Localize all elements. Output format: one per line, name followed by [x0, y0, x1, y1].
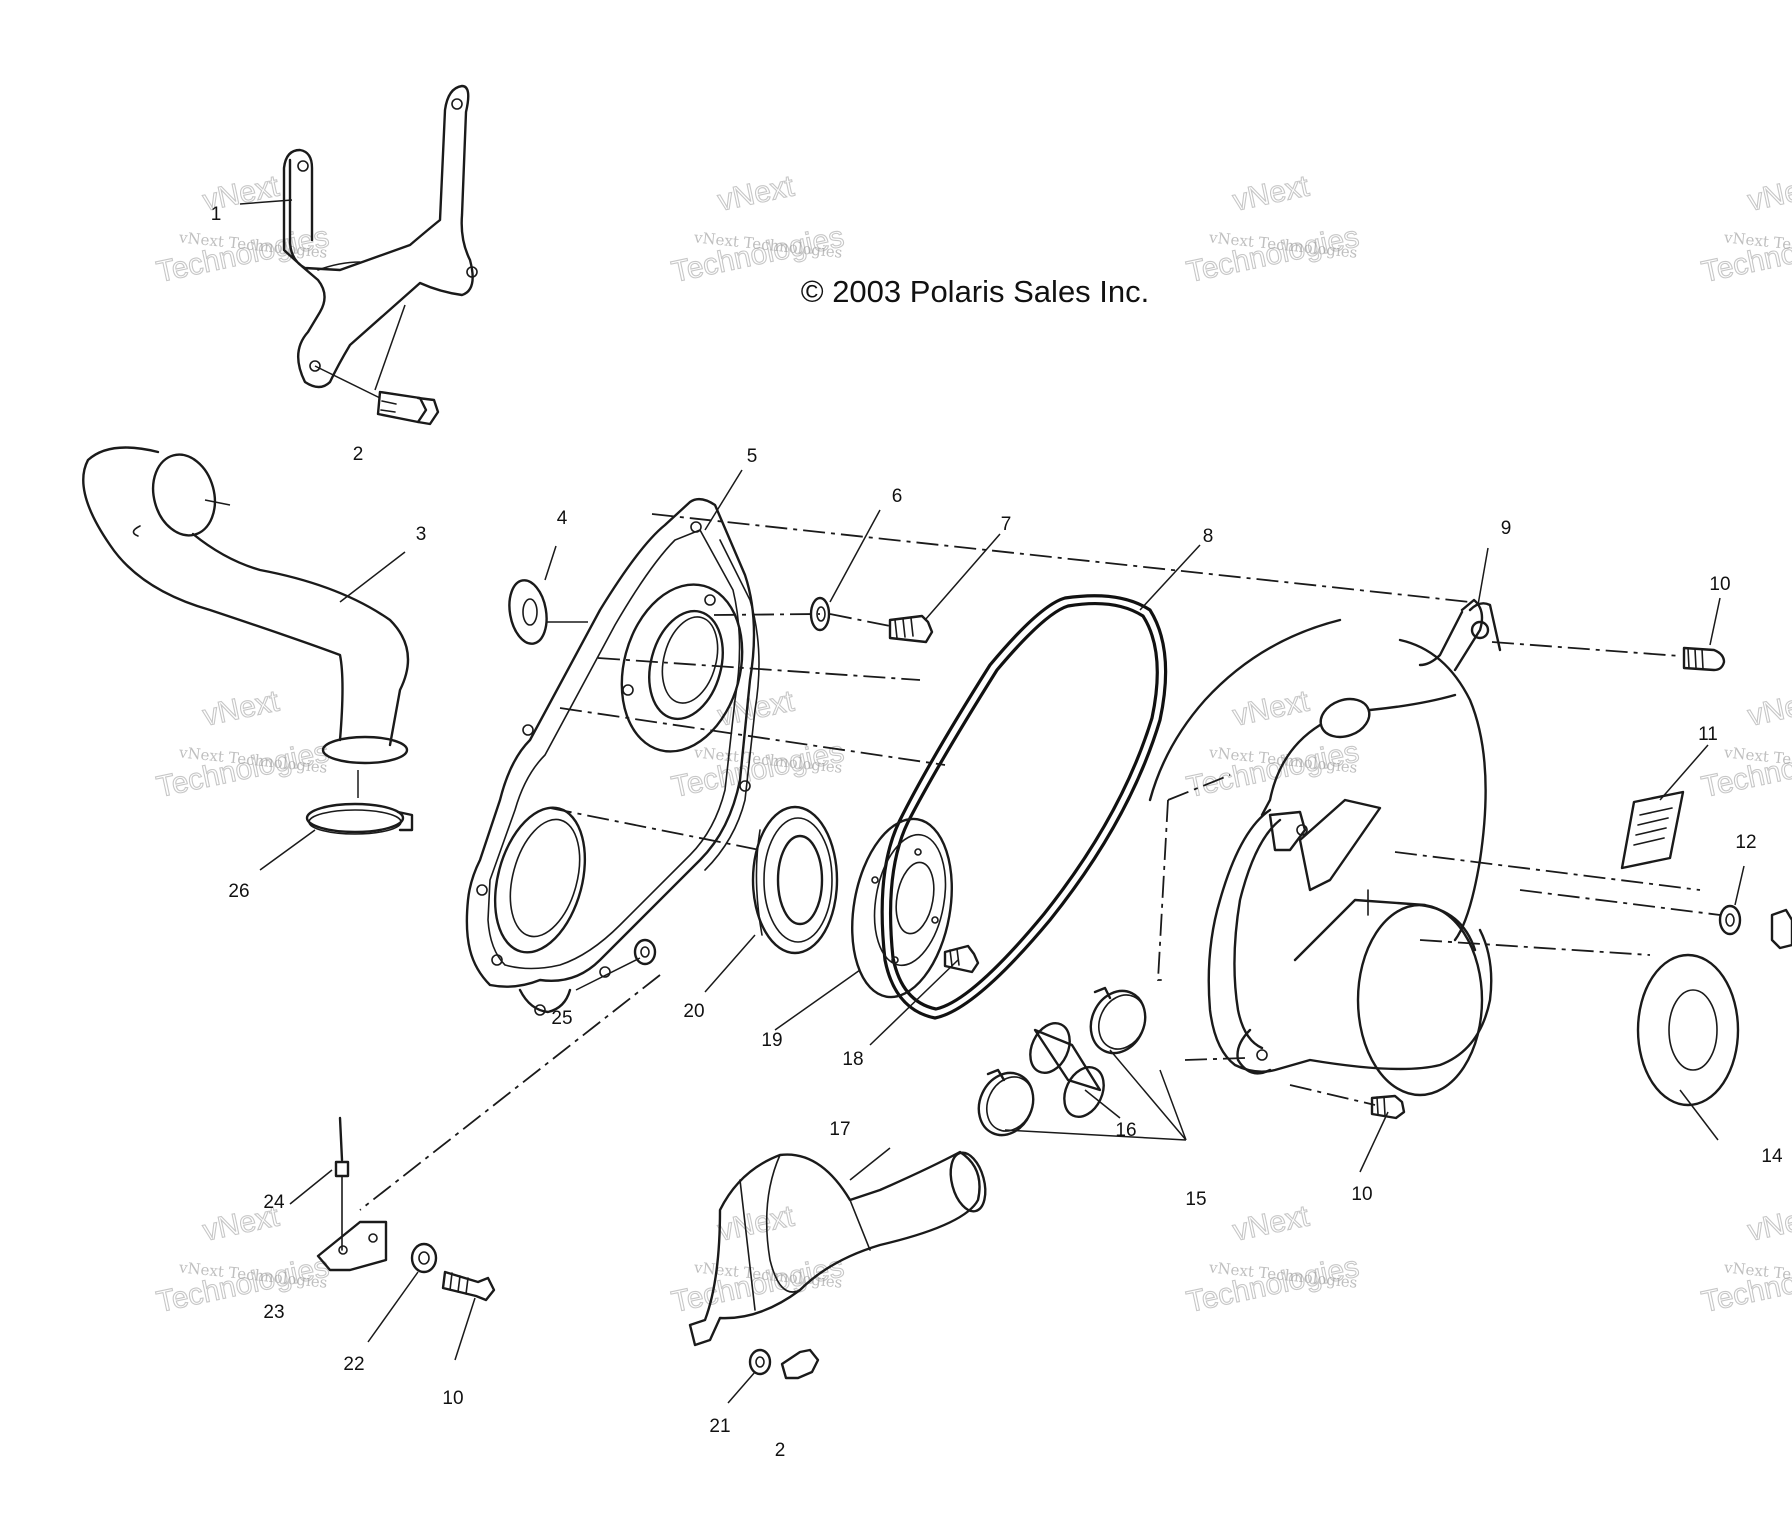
washer-part-4	[508, 579, 588, 645]
callout-10-lower: 10	[1351, 1184, 1372, 1205]
watermark-top-text: vNext	[1745, 170, 1792, 218]
sleeve-part-16	[1029, 1022, 1105, 1118]
copyright-text: © 2003 Polaris Sales Inc.	[801, 274, 1150, 309]
callout-17: 17	[829, 1119, 850, 1140]
callout-18: 18	[842, 1049, 863, 1070]
nut-part-13	[1770, 908, 1792, 950]
callout-19: 19	[761, 1030, 782, 1051]
intake-duct-part-17	[688, 1150, 987, 1347]
washer-part-14	[1636, 953, 1740, 1107]
callout-8: 8	[1203, 526, 1214, 547]
callout-7: 7	[1001, 514, 1012, 535]
bolt-part-2-bottom	[780, 1348, 820, 1380]
callout-2-top: 2	[353, 444, 364, 465]
callout-15: 15	[1185, 1189, 1206, 1210]
hose-clamp-part-26	[305, 770, 414, 835]
plate-part-19	[851, 817, 953, 999]
outer-cover-part-9	[1148, 598, 1502, 1097]
watermark-top-text: vNext	[715, 170, 798, 218]
callout-11: 11	[1698, 724, 1718, 745]
callout-14: 14	[1761, 1146, 1783, 1167]
callout-5: 5	[747, 446, 758, 467]
washer-part-25	[633, 938, 657, 966]
callout-10-left: 10	[442, 1388, 463, 1409]
watermark-top-text: vNext	[715, 1200, 798, 1248]
callout-20: 20	[683, 1001, 704, 1022]
watermark-top-text: vNext	[200, 685, 283, 733]
callout-12: 12	[1735, 832, 1756, 853]
watermark-top-text: vNext	[1230, 170, 1313, 218]
callout-1: 1	[211, 204, 222, 225]
bolt-part-18	[943, 944, 980, 974]
callout-22: 22	[343, 1354, 364, 1375]
callout-leaders	[239, 199, 1745, 1404]
alignment-lines	[359, 513, 1721, 1211]
drive-belt-part-8	[880, 594, 1168, 1020]
callout-numbers: 1 2 3 4 5 6 7 8 9 10 11 12 14 15 16 17 1…	[211, 204, 1783, 1461]
bolt-part-10-lower	[1370, 1094, 1406, 1120]
clamp-part-15-upper	[1089, 986, 1147, 1055]
bolt-part-2-top	[376, 390, 440, 426]
callout-6: 6	[892, 486, 903, 507]
callout-23: 23	[263, 1302, 284, 1323]
bracket-part-23	[316, 1220, 388, 1272]
callout-16: 16	[1115, 1120, 1136, 1141]
watermark-top-text: vNext	[1745, 1200, 1792, 1248]
callout-10-right: 10	[1709, 574, 1730, 595]
callout-24: 24	[263, 1192, 285, 1213]
callout-25: 25	[551, 1008, 572, 1029]
callout-9: 9	[1501, 518, 1512, 539]
callout-2-bottom: 2	[775, 1440, 786, 1461]
decal-part-11	[1620, 790, 1685, 870]
air-duct-part-3	[82, 446, 410, 765]
callout-26: 26	[228, 881, 249, 902]
clip-part-24	[334, 1116, 350, 1251]
callout-4: 4	[557, 508, 568, 529]
washer-part-21	[748, 1348, 772, 1376]
callout-21: 21	[709, 1416, 730, 1437]
bracket-part-1	[282, 84, 478, 399]
callout-3: 3	[416, 524, 427, 545]
washer-part-12	[1718, 904, 1742, 936]
bolt-part-10-left	[441, 1270, 496, 1302]
inner-cover-part-5	[465, 497, 760, 1016]
seal-part-20	[751, 805, 839, 955]
clamp-part-15-lower	[977, 1068, 1035, 1137]
watermark-top-text: vNext	[1230, 1200, 1313, 1248]
bolt-part-10-right	[1682, 646, 1726, 672]
watermark-top-text: vNext	[1230, 685, 1313, 733]
watermark-top-text: vNext	[1745, 685, 1792, 733]
bolt-part-7	[888, 614, 934, 644]
washer-part-22	[410, 1242, 438, 1274]
